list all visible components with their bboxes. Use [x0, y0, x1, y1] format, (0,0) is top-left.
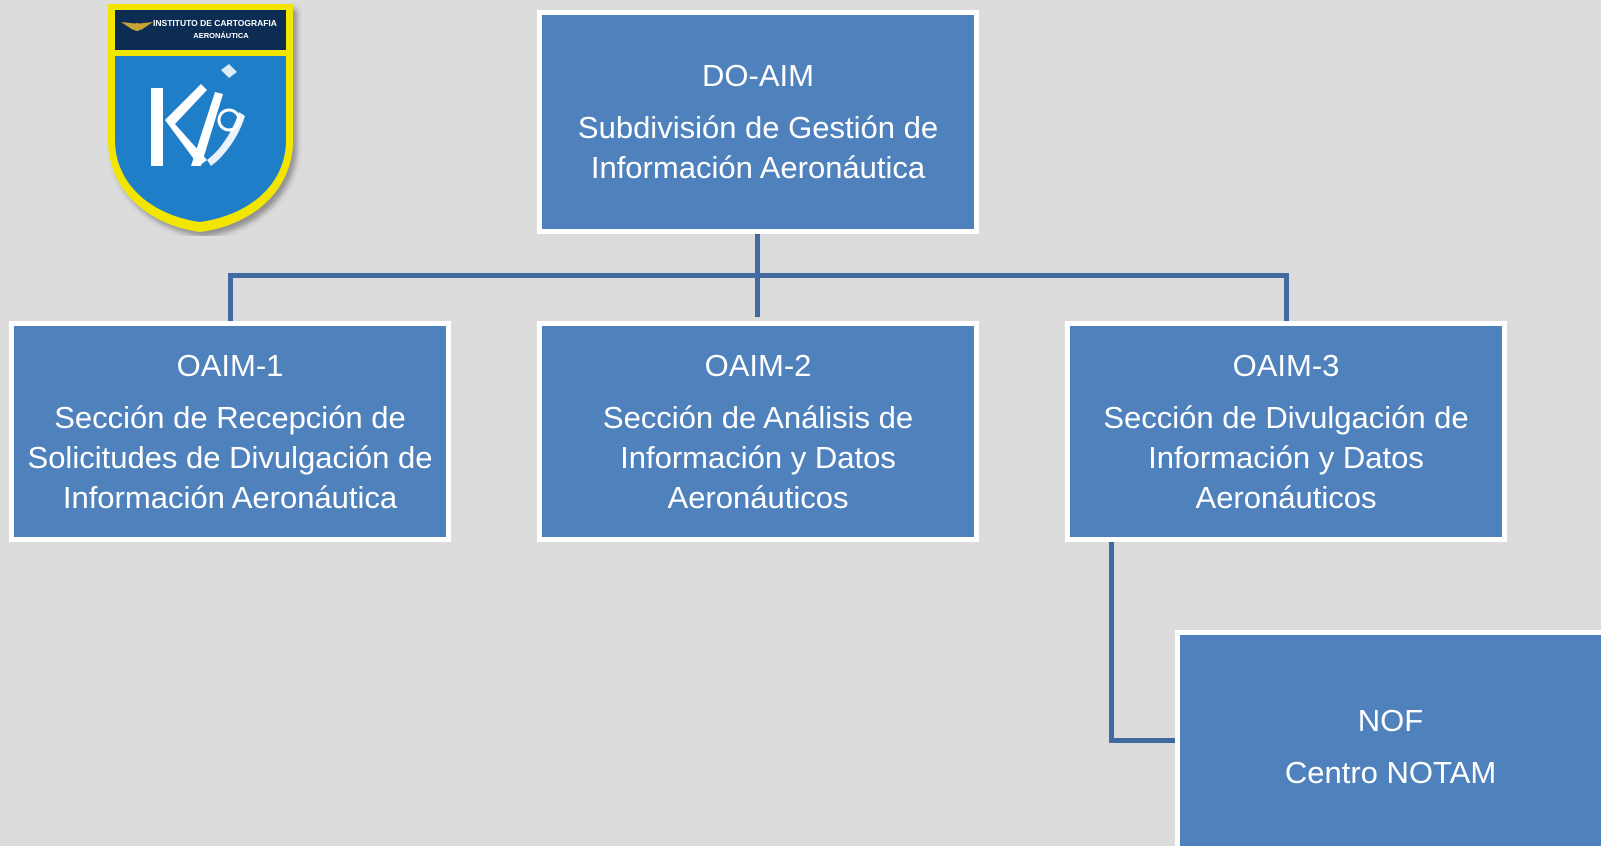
org-box-name: Sección de Recepción de Solicitudes de D…: [27, 399, 433, 515]
org-box-name: Sección de Divulgación de Información y …: [1103, 399, 1469, 515]
logo-text-line2: AERONÁUTICA: [193, 31, 249, 40]
org-box-oaim-3: OAIM-3 Sección de Divulgación de Informa…: [1065, 321, 1507, 542]
org-box-code: OAIM-1: [176, 347, 284, 383]
org-box-code: OAIM-2: [704, 347, 812, 383]
org-box-name: Sección de Análisis de Información y Dat…: [602, 399, 914, 515]
org-box-nof: NOF Centro NOTAM: [1175, 630, 1601, 846]
org-box-code: NOF: [1357, 703, 1424, 738]
logo-text-line1: INSTITUTO DE CARTOGRAFIA: [153, 18, 277, 28]
org-box-code: OAIM-3: [1232, 347, 1340, 383]
instituto-cartografia-logo: INSTITUTO DE CARTOGRAFIA AERONÁUTICA: [108, 4, 293, 232]
connector-oaim1-down: [228, 273, 233, 321]
org-box-name: Centro NOTAM: [1284, 755, 1497, 790]
org-box-oaim-2: OAIM-2 Sección de Análisis de Informació…: [537, 321, 979, 542]
org-box-name: Subdivisión de Gestión de Información Ae…: [577, 110, 939, 185]
org-box-code: DO-AIM: [702, 58, 814, 93]
connector-oaim3-to-nof-vertical: [1109, 541, 1114, 743]
org-box-oaim-1: OAIM-1 Sección de Recepción de Solicitud…: [9, 321, 451, 542]
connector-horizontal: [228, 273, 1289, 278]
connector-oaim3-down: [1284, 273, 1289, 321]
wings-emblem-icon: [121, 22, 153, 31]
logo-header-band: [115, 10, 286, 50]
connector-oaim3-to-nof-horizontal: [1109, 738, 1179, 743]
org-box-do-aim: DO-AIM Subdivisión de Gestión de Informa…: [537, 10, 979, 234]
ica-monogram-icon: [151, 64, 245, 166]
